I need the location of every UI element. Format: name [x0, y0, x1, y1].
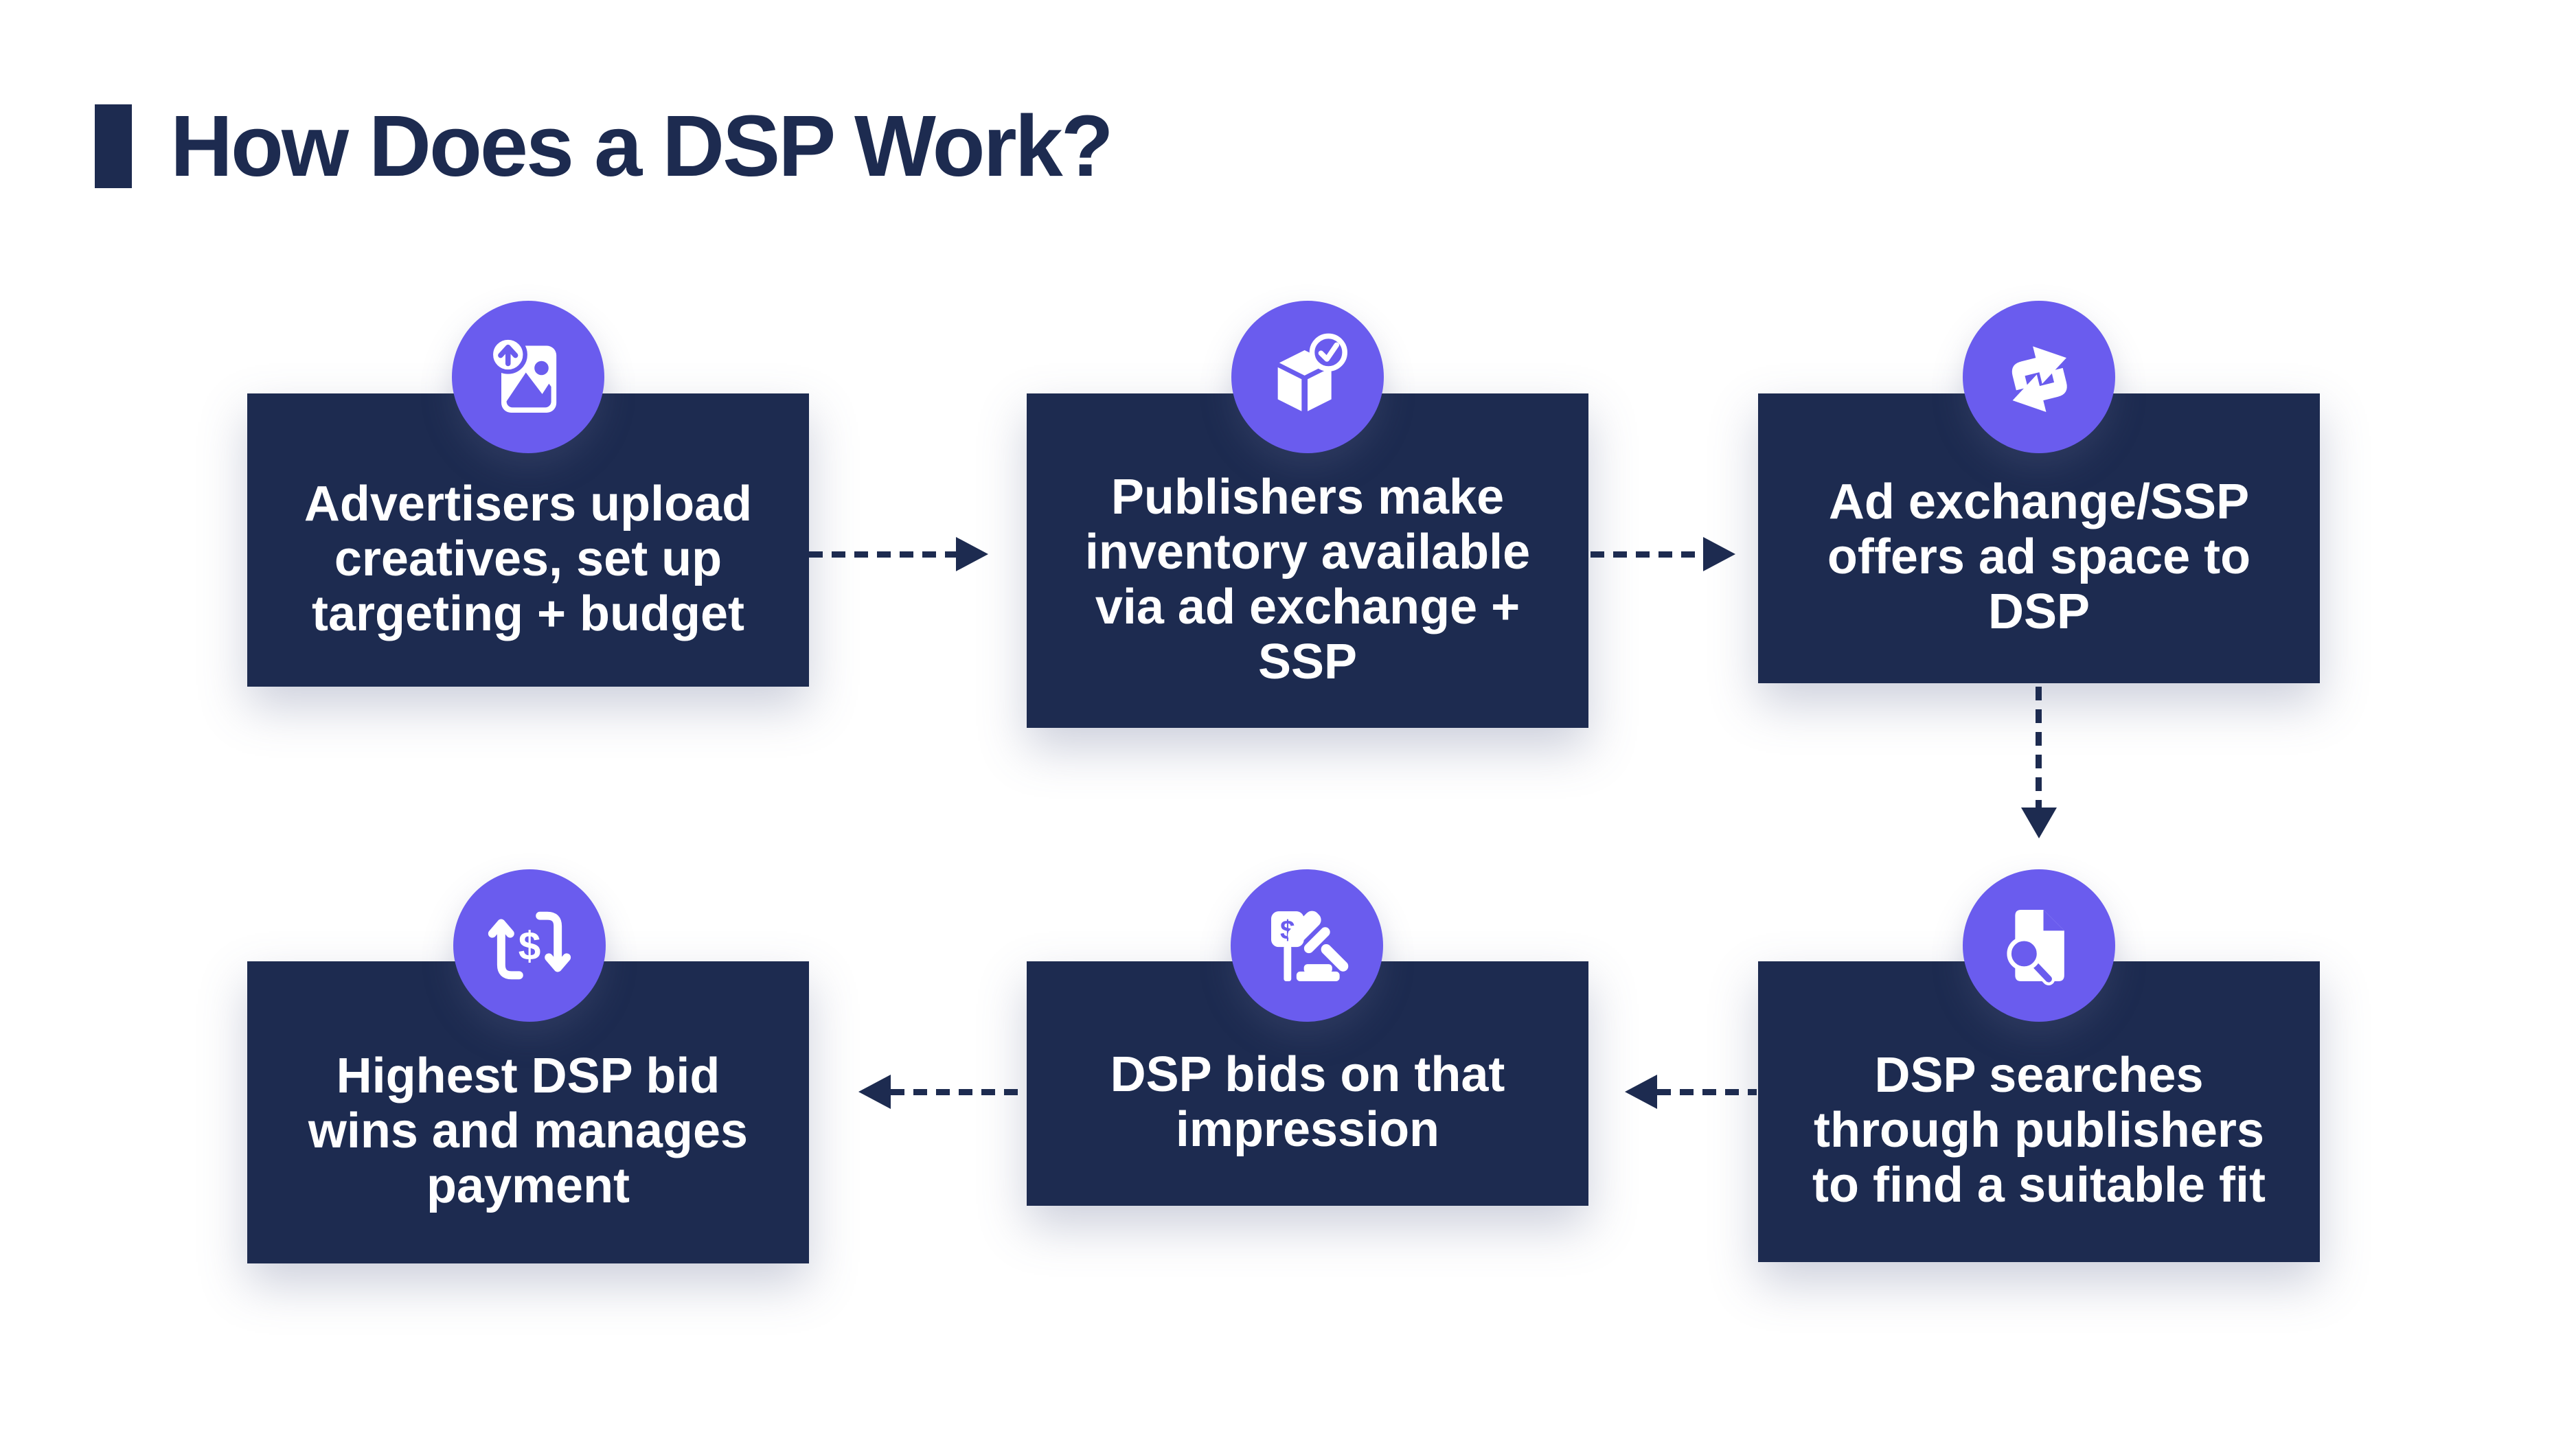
swap-arrows-icon	[2011, 346, 2067, 412]
page-title: How Does a DSP Work?	[170, 98, 1114, 194]
bid-gavel-icon: $	[1271, 911, 1349, 981]
title-accent-bar	[95, 104, 132, 188]
step-badge-3	[1963, 301, 2115, 453]
arrow-step3-to-step4-head	[2021, 808, 2057, 838]
arrow-step1-to-step2-line	[809, 551, 956, 558]
step-badge-5: $	[1231, 869, 1383, 1022]
step-badge-6: $	[453, 869, 606, 1022]
document-search-icon	[2007, 910, 2064, 985]
image-upload-icon	[488, 335, 557, 413]
dollar-glyph: $	[518, 924, 541, 969]
step-box-3-ad-exchange: Ad exchange/SSP offers ad space to DSP	[1758, 393, 2320, 683]
arrow-step3-to-step4-line	[2036, 687, 2042, 808]
package-check-icon	[1277, 333, 1347, 411]
arrow-step2-to-step3-line	[1591, 551, 1703, 558]
arrow-step5-to-step6-head	[858, 1075, 891, 1109]
arrow-step4-to-step5-line	[1657, 1089, 1757, 1095]
arrow-step4-to-step5-head	[1625, 1075, 1657, 1109]
money-cycle-icon: $	[488, 911, 571, 980]
step-badge-4	[1963, 869, 2115, 1022]
step-badge-1	[452, 301, 604, 453]
step-badge-2	[1231, 301, 1384, 453]
arrow-step5-to-step6-line	[891, 1089, 1025, 1095]
arrow-step1-to-step2-head	[956, 537, 988, 571]
page-title-row: How Does a DSP Work?	[95, 98, 1114, 194]
arrow-step2-to-step3-head	[1703, 537, 1735, 571]
